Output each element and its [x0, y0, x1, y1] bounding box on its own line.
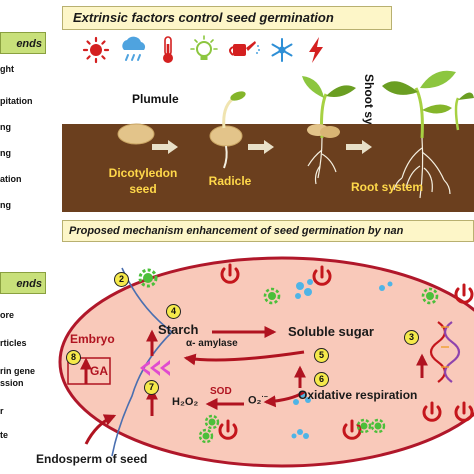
sidebar-bottom-item: ore	[0, 310, 15, 320]
sidebar-bottom: ends ore rticles rin gene ssion r te	[0, 240, 52, 474]
factor-icons	[82, 35, 323, 64]
feedback-arrow	[183, 350, 305, 366]
water-cluster-icon	[291, 279, 393, 439]
sidebar-bottom-item: rticles	[0, 338, 27, 348]
h2o2-label: H₂O₂	[172, 396, 199, 408]
signal-chevrons	[140, 360, 170, 376]
rain-cloud-icon	[122, 36, 146, 61]
seed-ellipse	[58, 256, 474, 468]
oxidative-respiration-label: Oxidative respiration	[298, 388, 418, 402]
gear-icon	[138, 268, 439, 444]
sidebar-top-item: ng	[0, 148, 11, 158]
sidebar-top-item: ation	[0, 174, 22, 184]
light-bulb-icon	[190, 35, 218, 60]
radicle-label: Radicle	[208, 174, 252, 188]
step-number-2: 2	[114, 272, 129, 287]
plumule-label: Plumule	[132, 92, 179, 106]
oxidative-to-o2-arrow	[263, 390, 305, 408]
thermometer-icon	[163, 36, 173, 63]
step-number-4: 4	[166, 304, 181, 319]
o2-text: O₂	[248, 394, 262, 407]
sidebar-bottom-item: ssion	[0, 378, 24, 388]
o2-label: O₂·−	[248, 394, 268, 407]
sun-icon	[82, 36, 110, 64]
sidebar-bottom-item: rin gene	[0, 366, 36, 376]
root-system-label: Root system	[350, 180, 424, 194]
sidebar-top-item: pitation	[0, 96, 33, 106]
amylase-label: α- amylase	[186, 338, 238, 349]
dicotyledon-seed	[117, 123, 155, 145]
embryo-label: Embryo	[70, 332, 115, 346]
extrinsic-banner: Extrinsic factors control seed germinati…	[62, 6, 392, 30]
step-number-8: 8	[66, 350, 81, 365]
ga-label: GA	[90, 364, 108, 378]
soil-scene	[62, 70, 474, 212]
sidebar-top-item: ght	[0, 64, 14, 74]
seed-mechanism-diagram	[58, 256, 474, 468]
sidebar-bottom-heading: ends	[0, 272, 46, 294]
sod-label: SOD	[210, 386, 232, 397]
ga-box	[67, 357, 111, 385]
sidebar-bottom-item: r	[0, 406, 4, 416]
dna-icon	[429, 321, 461, 383]
o2-superscript: ·−	[261, 394, 268, 401]
lightning-icon	[309, 37, 323, 63]
sidebar-top: ends ght pitation ng ng ation ng	[0, 0, 52, 228]
step-number-7: 7	[144, 380, 159, 395]
sidebar-top-item: ng	[0, 200, 11, 210]
nanoparticle-icon	[218, 263, 474, 440]
seed-label: seed	[129, 182, 157, 196]
starch-label: Starch	[158, 322, 199, 337]
dicotyledon-label: Dicotyledon	[108, 166, 178, 180]
step-number-3: 3	[404, 330, 419, 345]
snowflake-icon	[271, 38, 293, 62]
endosperm-label: Endosperm of seed	[36, 452, 148, 466]
step-number-5: 5	[314, 348, 329, 363]
watering-can-icon	[229, 41, 260, 56]
endosperm-arrow	[84, 414, 117, 445]
soluble-sugar-label: Soluble sugar	[288, 324, 374, 339]
sidebar-bottom-item: te	[0, 430, 9, 440]
mechanism-banner: Proposed mechanism enhancement of seed g…	[62, 220, 474, 242]
step-number-6: 6	[314, 372, 329, 387]
sidebar-top-heading: ends	[0, 32, 46, 54]
sidebar-top-item: ng	[0, 122, 11, 132]
